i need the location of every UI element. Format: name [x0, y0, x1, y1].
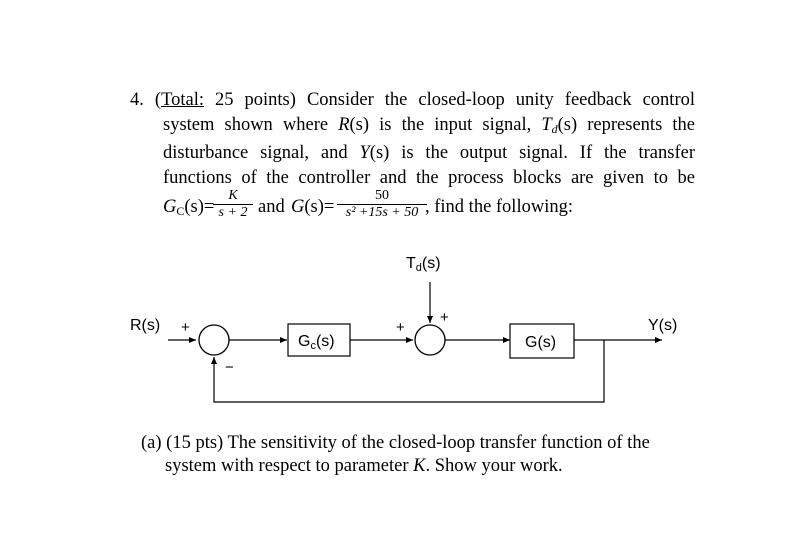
- problem-statement: 4. (Total: 25 points) Consider the close…: [130, 88, 695, 190]
- problem-line-2: system shown where R(s) is the input sig…: [163, 114, 695, 136]
- output-label: Y(s): [648, 317, 677, 334]
- problem-line-4: functions of the controller and the proc…: [163, 167, 695, 188]
- gc-lhs: GC(s)=: [163, 197, 215, 218]
- plant-label: G(s): [525, 334, 556, 351]
- problem-number: 4.: [130, 90, 144, 110]
- controller-label: Gc(s): [298, 333, 335, 352]
- and-text: and: [258, 197, 285, 217]
- sum2-plus-top: +: [440, 309, 449, 326]
- g-denominator: s² +15s + 50: [345, 205, 419, 220]
- input-label: R(s): [130, 317, 160, 334]
- gc-fraction: K s + 2: [213, 188, 253, 221]
- part-a-line-2: system with respect to parameter K. Show…: [165, 456, 563, 476]
- g-lhs: G(s)=: [291, 197, 335, 217]
- summing-junction-1: [198, 324, 230, 356]
- gc-denominator: s + 2: [218, 205, 248, 220]
- sum1-plus-sign: +: [181, 319, 190, 336]
- transfer-function-formula: GC(s)= K s + 2 and G(s)= 50 s² +15s + 50…: [163, 188, 703, 228]
- summing-junction-2: [414, 324, 446, 356]
- sum2-plus-left: +: [396, 319, 405, 336]
- problem-line-3: disturbance signal, and Y(s) is the outp…: [163, 143, 695, 163]
- total-label: Total:: [161, 90, 204, 110]
- part-a-line-1: (a) (15 pts) The sensitivity of the clos…: [141, 433, 650, 453]
- feedback-path: [211, 340, 605, 403]
- gc-numerator: K: [228, 188, 238, 203]
- problem-line-1: 4. (Total: 25 points) Consider the close…: [130, 90, 695, 110]
- plant-block: [509, 323, 575, 359]
- sum1-minus-sign: −: [225, 359, 234, 376]
- part-a: (a) (15 pts) The sensitivity of the clos…: [141, 432, 696, 478]
- g-numerator: 50: [375, 188, 389, 203]
- formula-tail: , find the following:: [425, 197, 573, 217]
- g-fraction: 50 s² +15s + 50: [337, 188, 427, 221]
- disturbance-label: Td(s): [406, 255, 441, 274]
- controller-block: [287, 323, 351, 357]
